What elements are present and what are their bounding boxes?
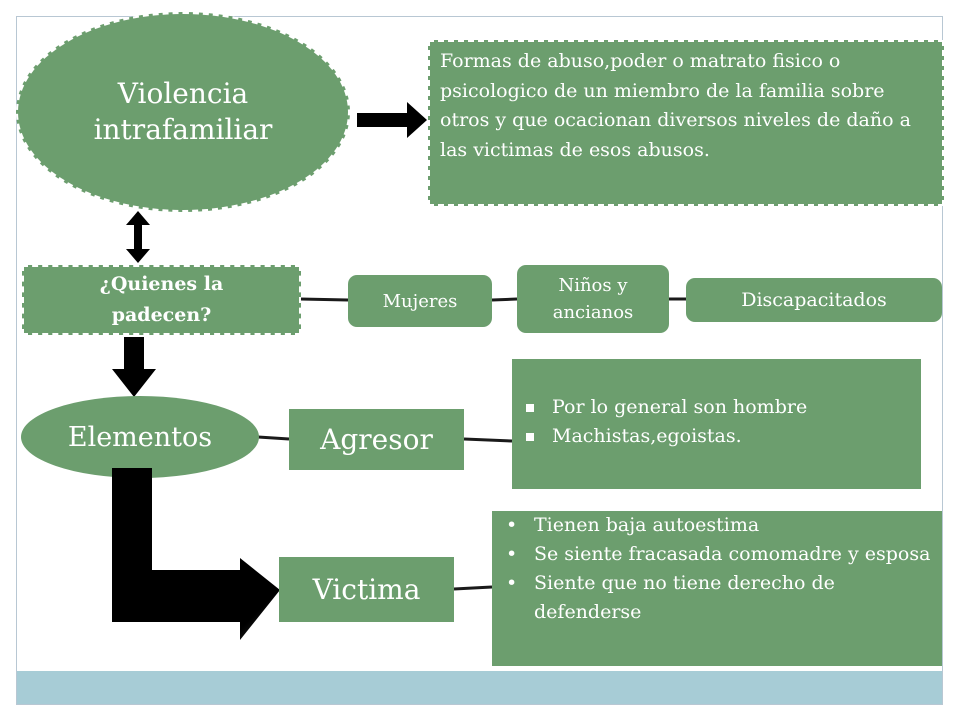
mujeres-box: Mujeres [348, 275, 492, 327]
connector-quienes-mujeres [299, 297, 349, 302]
connector-victima-list [453, 585, 493, 591]
list-item: Siente que no tiene derecho de defenders… [506, 569, 942, 627]
ninos-ancianos-box: Niños y ancianos [517, 265, 669, 333]
agresor-label: Agresor [320, 423, 433, 456]
victima-label: Victima [312, 573, 421, 606]
arrow-down-icon [112, 337, 156, 397]
agresor-box: Agresor [289, 409, 464, 470]
quienes-box: ¿Quienes la padecen? [22, 265, 301, 335]
list-item: Se siente fracasada comomadre y esposa [506, 540, 942, 569]
list-item: Machistas,egoistas. [526, 422, 921, 451]
discapacitados-label: Discapacitados [741, 289, 887, 311]
victima-box: Victima [279, 557, 454, 622]
connector-elementos-agresor [257, 435, 290, 441]
arrow-right-icon [357, 102, 427, 138]
connector-agresor-list [463, 437, 513, 443]
elbow-arrow-icon [112, 468, 280, 640]
quienes-line2: padecen? [111, 304, 212, 326]
agresor-traits-list: Por lo general son hombre Machistas,egoi… [512, 359, 921, 451]
elementos-label: Elementos [67, 421, 213, 453]
quienes-line1: ¿Quienes la [99, 273, 224, 295]
violencia-title-line2: intrafamiliar [93, 113, 273, 146]
list-item: Tienen baja autoestima [506, 511, 942, 540]
victima-traits-list: Tienen baja autoestima Se siente fracasa… [492, 511, 942, 627]
ninos-line2: ancianos [552, 302, 634, 323]
elementos-ellipse: Elementos [21, 396, 259, 478]
definition-box: Formas de abuso,poder o matrato fisico o… [428, 40, 944, 206]
footer-band [17, 671, 942, 704]
list-item: Por lo general son hombre [526, 393, 921, 422]
mujeres-label: Mujeres [382, 290, 458, 312]
violencia-ellipse: Violencia intrafamiliar [16, 12, 350, 212]
violencia-title-line1: Violencia [117, 77, 249, 110]
definition-text: Formas de abuso,poder o matrato fisico o… [440, 50, 911, 161]
victima-traits-box: Tienen baja autoestima Se siente fracasa… [492, 511, 942, 666]
discapacitados-box: Discapacitados [686, 278, 942, 322]
ninos-line1: Niños y [558, 275, 628, 296]
slide-frame [16, 16, 943, 705]
double-arrow-vertical-icon [126, 211, 150, 263]
connector-mujeres-ninos [491, 297, 518, 302]
agresor-traits-box: Por lo general son hombre Machistas,egoi… [512, 359, 921, 489]
